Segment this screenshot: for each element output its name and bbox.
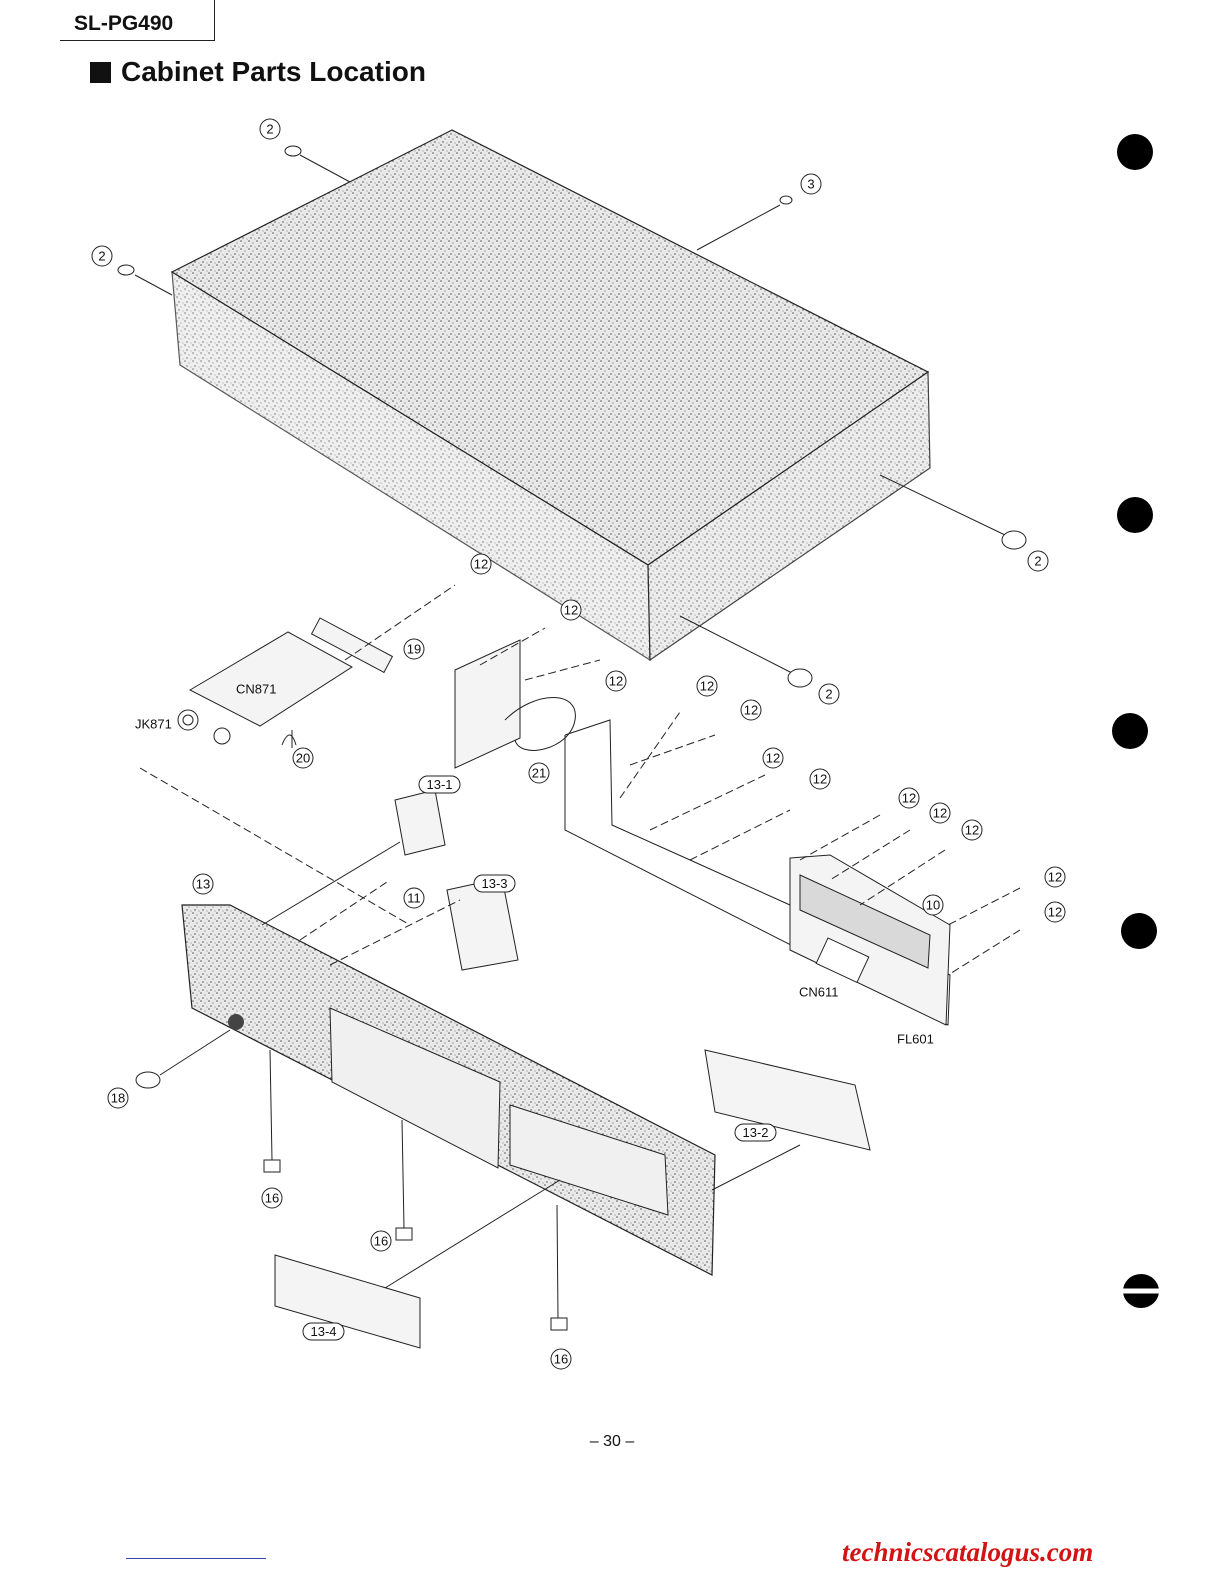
callout-16c: 16 <box>551 1349 571 1369</box>
callout-2d: 2 <box>819 684 839 704</box>
callout-13-4: 13-4 <box>303 1323 344 1340</box>
svg-text:13-1: 13-1 <box>426 777 452 792</box>
svg-text:12: 12 <box>1048 905 1062 920</box>
cabinet-cover <box>172 130 930 660</box>
binder-hole <box>1117 134 1153 170</box>
callout-12d: 12 <box>697 676 717 696</box>
svg-text:12: 12 <box>933 806 947 821</box>
binder-hole <box>1123 1274 1159 1308</box>
label-jk871: JK871 <box>135 717 172 732</box>
binder-hole <box>1112 713 1148 749</box>
svg-text:16: 16 <box>374 1234 388 1249</box>
svg-text:2: 2 <box>825 687 832 702</box>
page-number: – 30 – <box>0 1433 1224 1451</box>
bracket-assembly <box>455 628 600 768</box>
svg-text:12: 12 <box>902 791 916 806</box>
svg-text:16: 16 <box>554 1352 568 1367</box>
svg-text:2: 2 <box>266 122 273 137</box>
svg-text:12: 12 <box>609 674 623 689</box>
callout-16a: 16 <box>262 1188 282 1208</box>
jack-board-assembly <box>178 585 455 748</box>
svg-text:12: 12 <box>1048 870 1062 885</box>
svg-text:13: 13 <box>196 877 210 892</box>
callout-12g: 12 <box>810 769 830 789</box>
svg-text:3: 3 <box>807 177 814 192</box>
label-cn611: CN611 <box>799 985 839 1000</box>
callout-12l: 12 <box>1045 902 1065 922</box>
callout-3: 3 <box>801 174 821 194</box>
svg-text:18: 18 <box>111 1091 125 1106</box>
svg-text:12: 12 <box>813 772 827 787</box>
callout-21: 21 <box>529 763 549 783</box>
callout-2b: 2 <box>92 246 112 266</box>
callout-13-3: 13-3 <box>474 875 515 892</box>
callout-19: 19 <box>404 639 424 659</box>
website-watermark[interactable]: technicscatalogus.com <box>842 1537 1093 1568</box>
svg-text:13-4: 13-4 <box>310 1324 336 1339</box>
svg-text:21: 21 <box>532 766 546 781</box>
callout-2c: 2 <box>1028 551 1048 571</box>
callout-13: 13 <box>193 874 213 894</box>
svg-text:19: 19 <box>407 642 421 657</box>
svg-text:13-2: 13-2 <box>742 1125 768 1140</box>
svg-text:2: 2 <box>98 249 105 264</box>
callout-10: 10 <box>923 895 943 915</box>
svg-text:12: 12 <box>700 679 714 694</box>
svg-text:2: 2 <box>1034 554 1041 569</box>
binder-hole <box>1121 913 1157 949</box>
label-cn871: CN871 <box>236 682 276 697</box>
callout-12e: 12 <box>741 700 761 720</box>
callout-12k: 12 <box>1045 867 1065 887</box>
svg-text:13-3: 13-3 <box>481 876 507 891</box>
svg-text:12: 12 <box>564 603 578 618</box>
svg-text:12: 12 <box>474 557 488 572</box>
callout-2a: 2 <box>260 119 280 139</box>
callout-11: 11 <box>404 888 424 908</box>
svg-text:10: 10 <box>926 898 940 913</box>
callout-12b: 12 <box>561 600 581 620</box>
svg-text:12: 12 <box>965 823 979 838</box>
svg-text:11: 11 <box>407 891 421 906</box>
callout-12c: 12 <box>606 671 626 691</box>
callout-13-1: 13-1 <box>419 776 460 793</box>
callout-13-2: 13-2 <box>735 1124 776 1141</box>
callout-18: 18 <box>108 1088 128 1108</box>
callout-12i: 12 <box>930 803 950 823</box>
callout-12a: 12 <box>471 554 491 574</box>
svg-text:16: 16 <box>265 1191 279 1206</box>
callout-16b: 16 <box>371 1231 391 1251</box>
svg-text:20: 20 <box>296 751 310 766</box>
callout-12f: 12 <box>763 748 783 768</box>
svg-text:12: 12 <box>766 751 780 766</box>
callout-20: 20 <box>293 748 313 768</box>
binder-hole <box>1117 497 1153 533</box>
callout-12j: 12 <box>962 820 982 840</box>
label-fl601: FL601 <box>897 1032 934 1047</box>
callout-12h: 12 <box>899 788 919 808</box>
front-panel <box>182 905 715 1275</box>
svg-text:12: 12 <box>744 703 758 718</box>
footer-rule <box>126 1558 266 1559</box>
